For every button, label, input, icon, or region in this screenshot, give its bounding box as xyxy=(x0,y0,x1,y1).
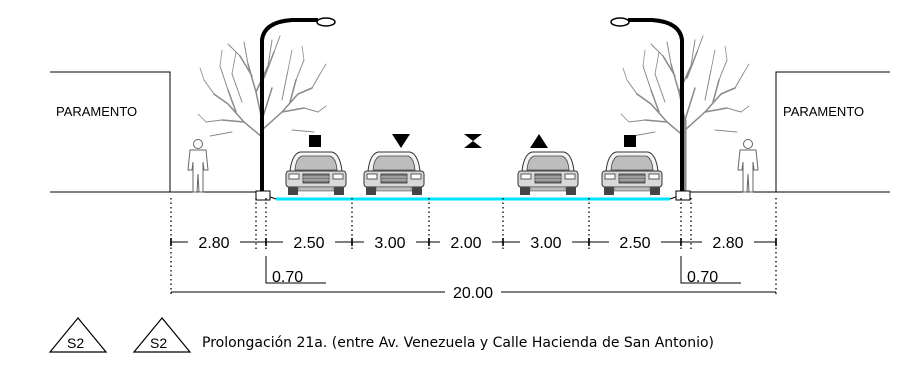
section-caption: Prolongación 21a. (entre Av. Venezuela y… xyxy=(202,335,714,351)
left-offset-label: 0.70 xyxy=(272,269,303,286)
svg-text:S2: S2 xyxy=(67,335,84,351)
section-badge-left: S2 xyxy=(48,317,108,353)
right-lamp-base xyxy=(675,190,691,201)
dimension-label-sidewalk-left: 2.80 xyxy=(198,235,229,252)
lane-marker-square-left xyxy=(309,135,321,147)
left-building-label: PARAMENTO xyxy=(56,104,137,119)
svg-text:S2: S2 xyxy=(150,335,167,351)
lane-marker-hourglass xyxy=(464,134,482,148)
car-lane-4 xyxy=(517,151,579,196)
dimension-ticks xyxy=(170,238,777,246)
dimension-label-lane-5: 2.50 xyxy=(619,235,650,252)
dimension-label-sidewalk-right: 2.80 xyxy=(712,235,743,252)
dimension-label-lane-4: 3.00 xyxy=(530,235,561,252)
car-lane-1 xyxy=(285,151,347,196)
dimension-label-lane-1: 2.50 xyxy=(293,235,324,252)
left-lamp-base xyxy=(255,190,271,201)
right-building-label: PARAMENTO xyxy=(783,104,864,119)
right-street-lamp xyxy=(610,17,684,192)
right-offset-label: 0.70 xyxy=(687,269,718,286)
lane-marker-triangle-down xyxy=(392,134,410,148)
left-street-lamp xyxy=(260,17,336,192)
right-building-outline xyxy=(775,71,890,192)
dimension-label-median: 2.00 xyxy=(450,235,481,252)
lane-marker-square-right xyxy=(624,135,636,147)
right-pedestrian xyxy=(737,139,759,193)
lane-marker-triangle-up xyxy=(530,134,548,148)
car-lane-5 xyxy=(601,151,663,196)
left-offset-leader xyxy=(265,256,326,284)
section-badge-right: S2 xyxy=(132,317,192,353)
car-lane-2 xyxy=(363,151,425,196)
left-pedestrian xyxy=(187,139,209,193)
left-building-outline xyxy=(50,71,171,192)
right-offset-leader xyxy=(680,256,741,284)
total-width-label: 20.00 xyxy=(453,285,493,302)
dimension-label-lane-2: 3.00 xyxy=(374,235,405,252)
